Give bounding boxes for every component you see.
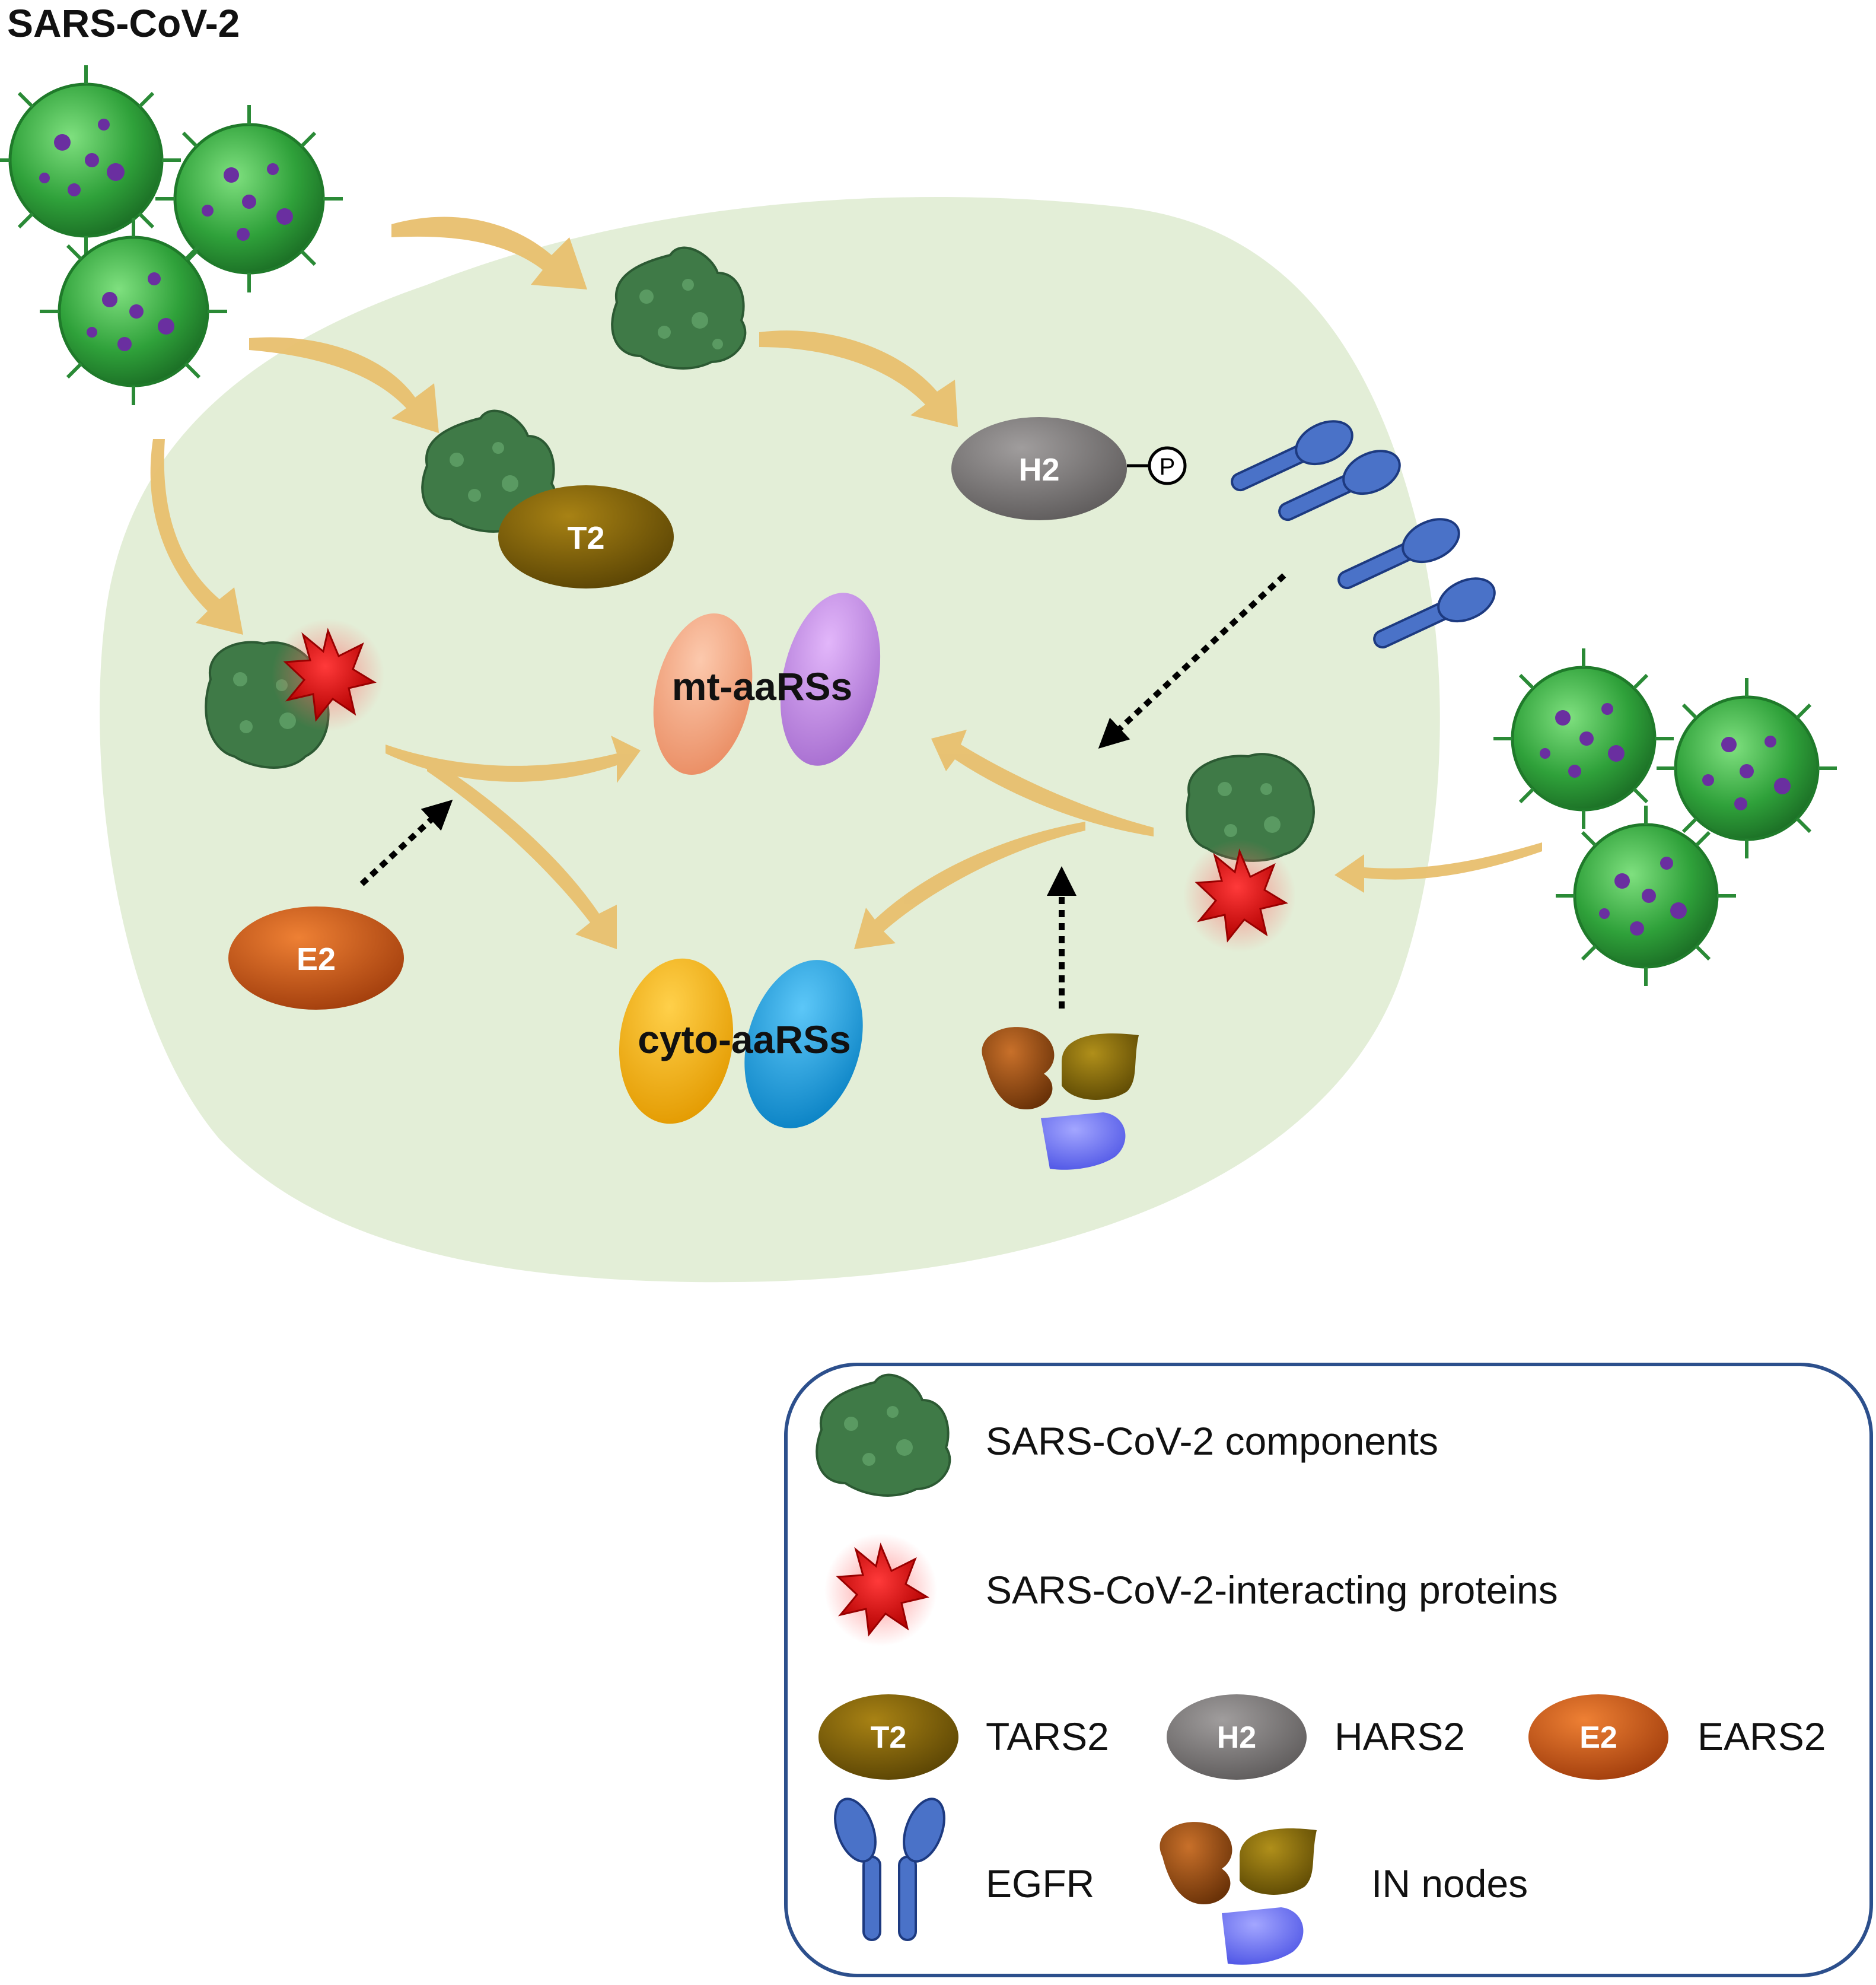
egfr-receptor — [1278, 450, 1401, 521]
virus-cluster-top-left — [0, 65, 343, 405]
arrow-virus-right-to-star — [1334, 842, 1542, 893]
virus-icon — [1556, 806, 1736, 986]
in-node-blue — [1041, 1112, 1126, 1170]
legend-star-icon — [824, 1534, 937, 1646]
legend-components-label: SARS-CoV-2 components — [986, 1419, 1438, 1463]
arrow-right-to-cyto — [854, 822, 1085, 949]
cyto-aars-right — [744, 960, 863, 1128]
interacting-protein-star-right — [1183, 839, 1296, 952]
legend-component-icon — [816, 1373, 951, 1497]
arrow-right-to-mt — [931, 730, 1154, 836]
mt-aars-right — [780, 593, 881, 766]
in-node-brown — [982, 1027, 1055, 1109]
legend-egfr-label: EGFR — [986, 1862, 1094, 1906]
legend-h2-label: H2 — [1217, 1720, 1256, 1755]
in-nodes-cluster — [982, 1027, 1139, 1170]
legend-h2-icon — [1167, 1694, 1307, 1780]
legend-tars2-label: TARS2 — [986, 1714, 1109, 1758]
legend-t2-icon — [818, 1694, 958, 1780]
diagram-title: SARS-CoV-2 — [7, 1, 240, 45]
viral-component-t2 — [421, 409, 557, 533]
e2-label: E2 — [297, 941, 336, 977]
mt-aars-label: mt-aaRSs — [672, 664, 852, 708]
dotted-arrow-e2 — [359, 800, 453, 886]
interacting-protein-star-left — [272, 619, 384, 731]
virus-icon — [155, 105, 343, 292]
viral-component-top — [611, 246, 747, 370]
virus-icon — [0, 65, 181, 255]
e2-protein — [228, 906, 404, 1010]
h2-protein — [951, 417, 1127, 520]
phosphate-circle — [1148, 446, 1187, 485]
arrow-virus-to-t2 — [249, 337, 439, 433]
viral-component-right — [1186, 753, 1315, 862]
virus-cluster-right — [1493, 648, 1837, 986]
legend-e2-label: E2 — [1579, 1720, 1617, 1755]
regulation-arrows — [359, 573, 1286, 1009]
legend-e2-icon — [1528, 1694, 1668, 1780]
legend-in-nodes-icon — [1160, 1822, 1317, 1965]
dotted-arrow-egfr — [1098, 573, 1286, 749]
cyto-aars-left — [619, 958, 734, 1124]
h2-label: H2 — [1018, 452, 1059, 488]
legend-box — [784, 1363, 1873, 1977]
arrow-virus-to-star-left — [150, 439, 243, 635]
arrow-virus-to-component — [391, 217, 587, 290]
mt-aars-left — [653, 613, 753, 775]
t2-protein — [498, 485, 674, 588]
cyto-aars-label: cyto-aaRSs — [638, 1017, 851, 1061]
arrow-component-to-h2 — [759, 330, 958, 427]
legend-egfr-icon — [834, 1798, 945, 1941]
legend-hars2-label: HARS2 — [1334, 1714, 1465, 1758]
egfr-receptor — [1231, 420, 1353, 492]
phosphate-label: P — [1160, 454, 1176, 480]
legend-interacting-label: SARS-CoV-2-interacting proteins — [986, 1568, 1558, 1612]
virus-icon — [40, 218, 227, 405]
egfr-receptor-group — [1231, 420, 1496, 649]
arrow-left-to-cyto — [427, 756, 617, 949]
egfr-receptor — [1337, 518, 1460, 590]
virus-icon — [1493, 648, 1674, 829]
legend-in-nodes-label: IN nodes — [1371, 1862, 1528, 1906]
legend-t2-label: T2 — [871, 1720, 907, 1755]
egfr-receptor — [1373, 577, 1496, 649]
in-node-olive — [1062, 1033, 1139, 1100]
legend-ears2-label: EARS2 — [1697, 1714, 1826, 1758]
t2-label: T2 — [567, 520, 604, 556]
pathway-arrows — [150, 217, 1542, 949]
virus-icon — [1657, 678, 1837, 858]
